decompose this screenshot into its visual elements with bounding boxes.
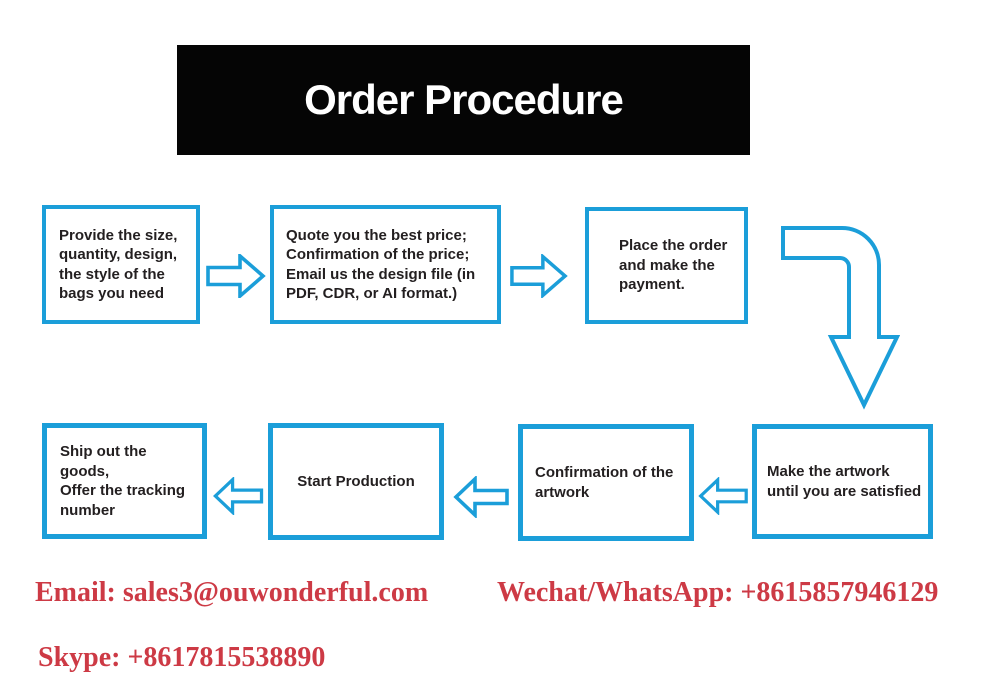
flow-step-text: Ship out the goods, Offer the tracking n…: [60, 443, 186, 519]
flow-step-text: Make the artwork until you are satisfied: [767, 463, 922, 500]
arrow-left-icon: [213, 477, 264, 515]
flow-box-start-production: Start Production: [268, 423, 444, 540]
arrow-left-icon: [453, 476, 509, 518]
flow-box-ship-goods: Ship out the goods, Offer the tracking n…: [42, 423, 207, 539]
flow-box-make-artwork: Make the artwork until you are satisfied: [752, 424, 933, 539]
arrow-right-icon: [510, 254, 568, 298]
contact-wechat-whatsapp: Wechat/WhatsApp: +8615857946129: [497, 577, 939, 608]
flow-box-confirm-artwork: Confirmation of the artwork: [518, 424, 694, 541]
contact-skype: Skype: +8617815538890: [38, 642, 326, 673]
flow-step-text: Start Production: [297, 472, 415, 490]
flow-box-place-order: Place the order and make the payment.: [585, 207, 748, 324]
flow-box-quote-price: Quote you the best price; Confirmation o…: [270, 205, 501, 324]
arrow-right-icon: [206, 254, 266, 298]
title-banner: Order Procedure: [177, 45, 750, 155]
flow-step-text: Place the order and make the payment.: [619, 237, 728, 294]
flow-step-text: Confirmation of the artwork: [535, 464, 674, 501]
flow-box-provide-details: Provide the size, quantity, design, the …: [42, 205, 200, 324]
page-title: Order Procedure: [304, 76, 624, 123]
arrow-left-icon: [698, 477, 748, 515]
arrow-elbow-down-icon: [781, 226, 900, 410]
contact-email: Email: sales3@ouwonderful.com: [35, 577, 429, 608]
flow-step-text: Quote you the best price; Confirmation o…: [286, 226, 476, 303]
flow-step-text: Provide the size, quantity, design, the …: [59, 226, 178, 303]
